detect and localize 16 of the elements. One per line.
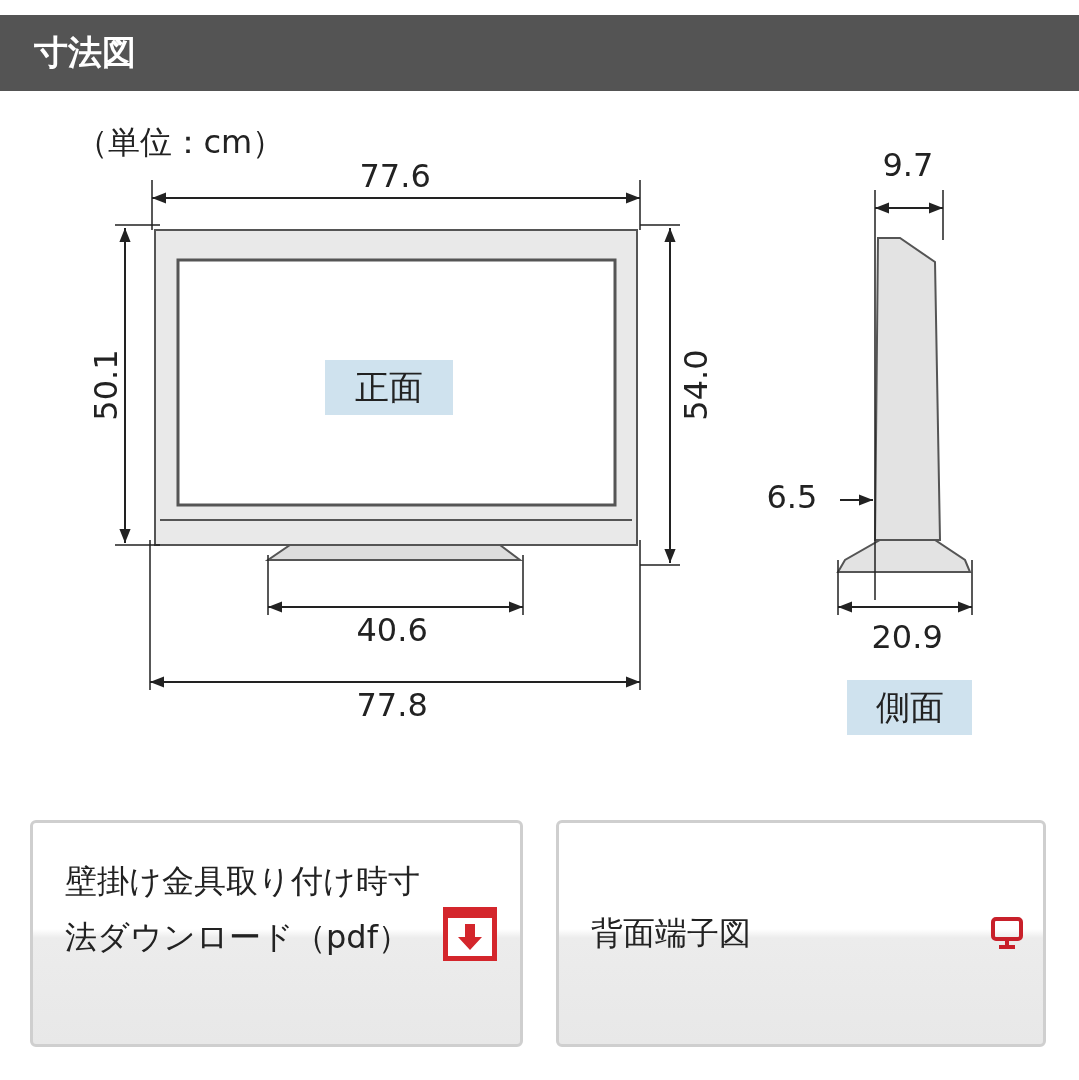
dimension-label: 9.7: [882, 146, 934, 184]
dimension-label: 54.0: [676, 349, 715, 421]
unit-note: （単位：cm）: [75, 123, 285, 161]
dimension-label: 6.5: [766, 478, 818, 516]
dimension-label: 20.9: [871, 618, 943, 656]
title: 寸法図: [34, 31, 136, 74]
dimension-label: 50.1: [86, 349, 125, 421]
dimension-label: 77.8: [356, 686, 428, 724]
link-text: 壁掛け金具取り付け時寸法ダウンロード（pdf）: [65, 861, 421, 958]
dimension-label: 40.6: [356, 611, 428, 649]
link-card: [30, 820, 523, 1047]
view-tag: 側面: [847, 680, 972, 735]
view-tag: 正面: [325, 360, 453, 415]
dimension-label: 77.6: [359, 157, 431, 195]
link-text: 背面端子図: [591, 913, 752, 954]
link-card: [556, 820, 1046, 1047]
